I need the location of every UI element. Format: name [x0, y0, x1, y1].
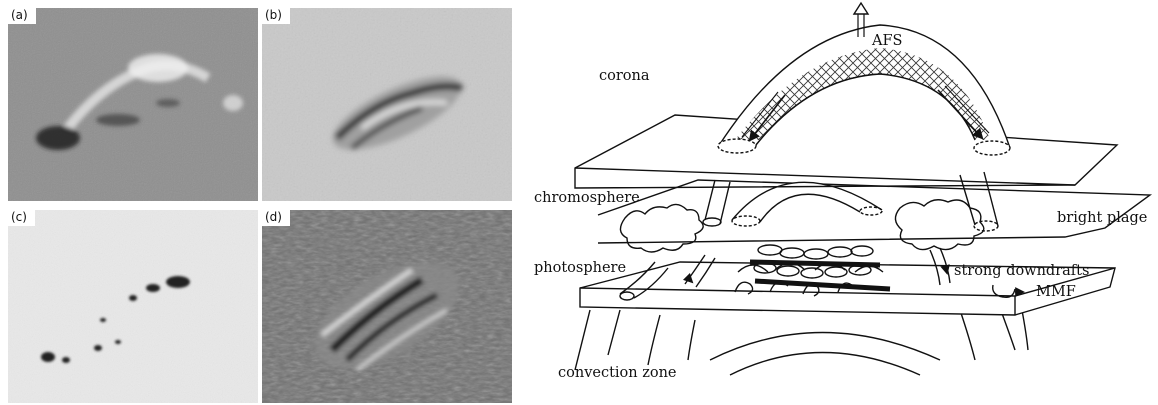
label-convection-zone: convection zone [558, 365, 677, 381]
panel-d-halpha: (d) [262, 210, 512, 403]
panel-c-image [8, 210, 258, 403]
arch-filament-system [718, 3, 1010, 155]
label-strong-downdrafts: strong downdrafts [954, 263, 1089, 279]
panel-c-label: (c) [8, 210, 35, 226]
label-chromosphere: chromosphere [534, 190, 640, 206]
label-corona: corona [599, 68, 650, 84]
chromospheric-loop [732, 182, 882, 226]
panel-b-dopplergram: (b) [262, 8, 512, 201]
panel-c-continuum: (c) [8, 210, 258, 403]
emergence-schematic: AFS corona chromosphere bright plage pho… [520, 0, 1158, 405]
panel-a-magnetogram: (a) [8, 8, 258, 201]
label-photosphere: photosphere [534, 260, 626, 276]
label-afs: AFS [871, 33, 902, 49]
label-mmf: MMF [1036, 284, 1076, 300]
panel-a-label: (a) [8, 8, 36, 24]
panel-d-label: (d) [262, 210, 290, 226]
panel-d-image [262, 210, 512, 403]
panel-b-label: (b) [262, 8, 290, 24]
panel-b-image [262, 8, 512, 201]
panel-a-image [8, 8, 258, 201]
label-bright-plage: bright plage [1057, 210, 1147, 226]
